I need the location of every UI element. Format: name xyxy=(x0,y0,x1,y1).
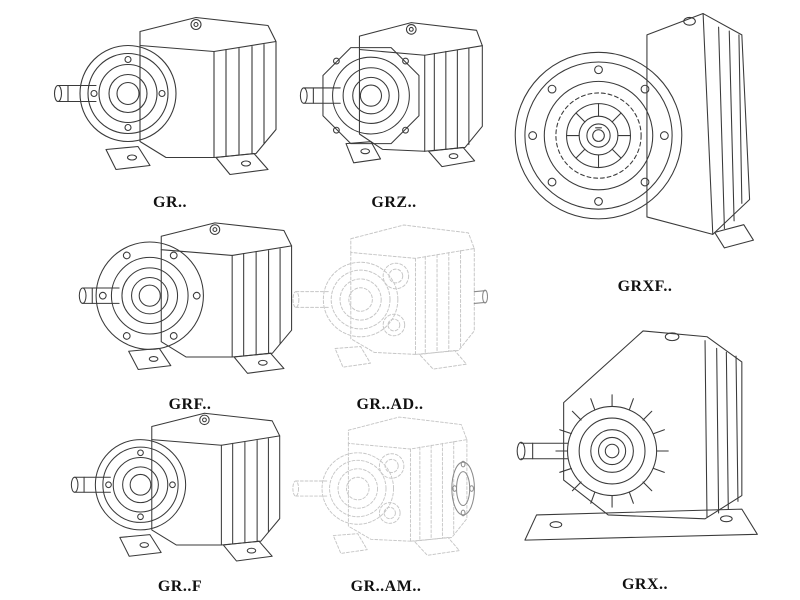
gearbox-drawing-gr xyxy=(53,16,277,176)
gearbox-drawing-grxf xyxy=(514,13,754,249)
product-cell-grff: GR..F xyxy=(60,402,300,600)
product-label-gram: GR..AM.. xyxy=(350,578,422,595)
product-label-grxf: GRXF.. xyxy=(617,278,673,295)
product-cell-gr: GR.. xyxy=(50,4,290,216)
product-label-grx: GRX.. xyxy=(621,576,669,593)
gearbox-drawing-grf xyxy=(78,222,293,374)
gearbox-drawing-grz xyxy=(299,22,483,168)
gearbox-drawing-grx xyxy=(516,330,758,541)
product-label-grff: GR..F xyxy=(157,578,203,595)
product-label-gr: GR.. xyxy=(153,194,187,211)
product-cell-grxf: GRXF.. xyxy=(495,0,795,300)
product-label-grad: GR..AD.. xyxy=(356,396,424,413)
product-cell-gram: GR..AM.. xyxy=(288,402,484,600)
gearbox-drawing-grad xyxy=(292,224,488,370)
gearbox-drawing-grff xyxy=(70,412,281,562)
product-cell-grf: GRF.. xyxy=(75,206,305,418)
product-cell-grad: GR..AD.. xyxy=(292,206,488,418)
gearbox-drawing-gram xyxy=(292,416,475,556)
product-label-grz: GRZ.. xyxy=(371,194,417,211)
product-label-grf: GRF.. xyxy=(168,396,212,413)
product-cell-grx: GRX.. xyxy=(495,298,795,598)
product-cell-grz: GRZ.. xyxy=(298,4,490,216)
